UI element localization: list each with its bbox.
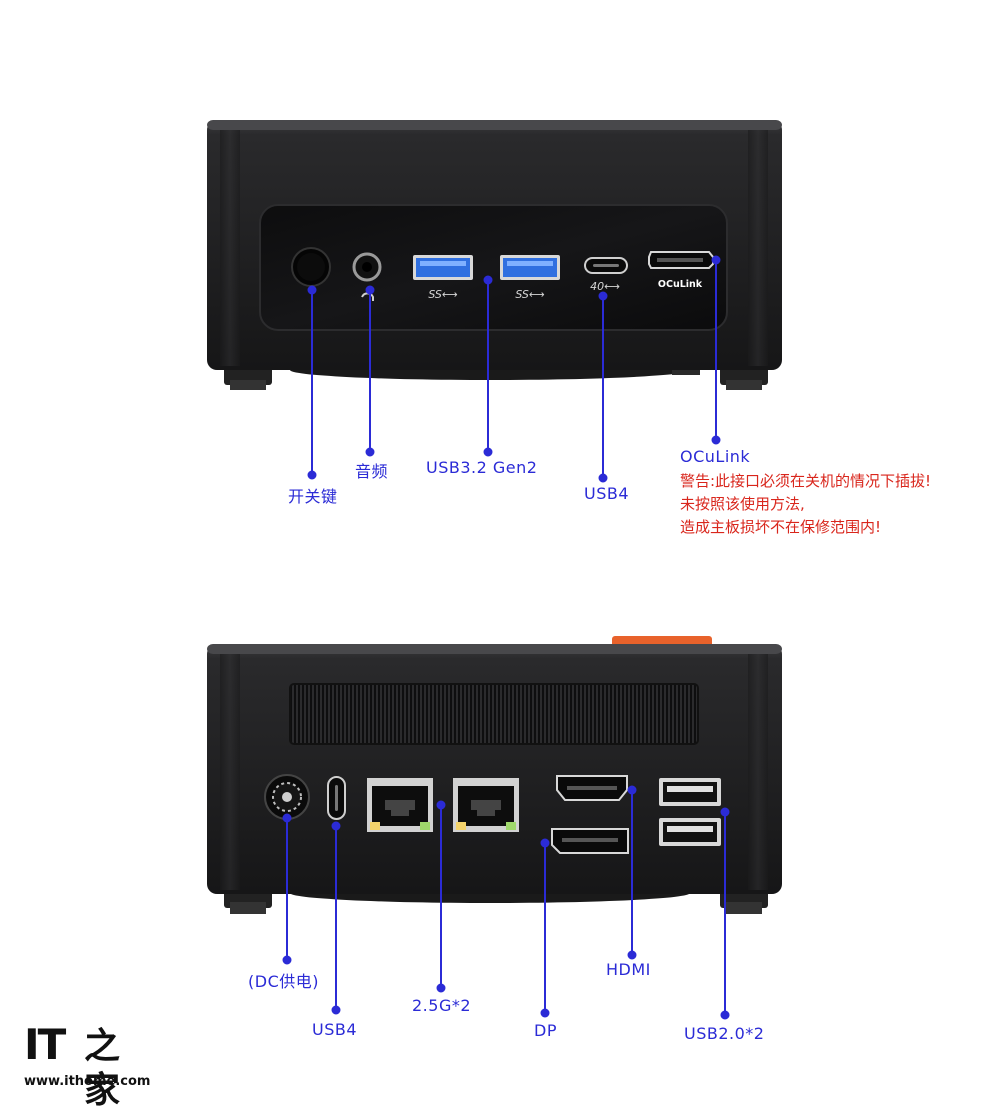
oculink-port: OCuLink (648, 251, 714, 290)
label-oculink: OCuLink (680, 447, 751, 466)
usb3-port-1: SS⟷ (413, 255, 473, 301)
logo-url: www.ithome.com (24, 1074, 151, 1089)
label-usb4-rear: USB4 (312, 1020, 358, 1039)
power-button (291, 247, 331, 287)
label-power: 开关键 (288, 487, 338, 506)
rear-leader-lines (282, 785, 730, 1020)
label-dp: DP (534, 1021, 557, 1040)
label-hdmi: HDMI (606, 960, 651, 979)
warning-line-3: 造成主板损坏不在保修范围内! (680, 518, 882, 536)
rear-chassis (207, 644, 782, 894)
lan-port-1 (367, 778, 433, 832)
usb2-port-2 (659, 818, 721, 846)
usb-ss-icon: SS⟷ (428, 288, 458, 301)
dc-jack (264, 774, 310, 820)
usb3-port-2: SS⟷ (500, 255, 560, 301)
front-leader-lines (307, 255, 721, 483)
logo-it-mark: IT (24, 1020, 66, 1069)
label-usb4-front: USB4 (584, 484, 630, 503)
label-audio: 音频 (355, 462, 389, 481)
label-usb32: USB3.2 Gen2 (426, 458, 538, 477)
front-panel (259, 204, 728, 331)
usb2-port-1 (659, 778, 721, 806)
rear-device (207, 636, 782, 914)
ithome-logo: IT 之家 www.ithome.com (24, 1020, 150, 1112)
label-dc: (DC供电) (248, 972, 319, 991)
warning-line-2: 未按照该使用方法, (680, 495, 805, 513)
warning-line-1: 警告:此接口必须在关机的情况下插拔! (680, 472, 932, 490)
logo-cn-mark: 之家 (84, 1025, 121, 1111)
usb-ss-icon: SS⟷ (515, 288, 545, 301)
label-lan: 2.5G*2 (412, 996, 472, 1015)
oculink-port-mark: OCuLink (658, 279, 703, 290)
lan-port-2 (453, 778, 519, 832)
oculink-warning: 警告:此接口必须在关机的情况下插拔! 未按照该使用方法, 造成主板损坏不在保修范… (680, 470, 931, 539)
front-top-edge (207, 120, 782, 130)
audio-jack (352, 252, 382, 301)
hdmi-port (556, 775, 628, 801)
usb4-port-rear (327, 776, 346, 820)
front-device: SS⟷ SS⟷ 40⟷ OCuLink (207, 120, 782, 390)
dp-port (551, 828, 629, 854)
usb4-40-icon: 40⟷ (590, 280, 620, 293)
usb4-port-front: 40⟷ (584, 257, 628, 293)
label-usb20: USB2.0*2 (684, 1024, 765, 1043)
rear-vent (289, 683, 699, 745)
